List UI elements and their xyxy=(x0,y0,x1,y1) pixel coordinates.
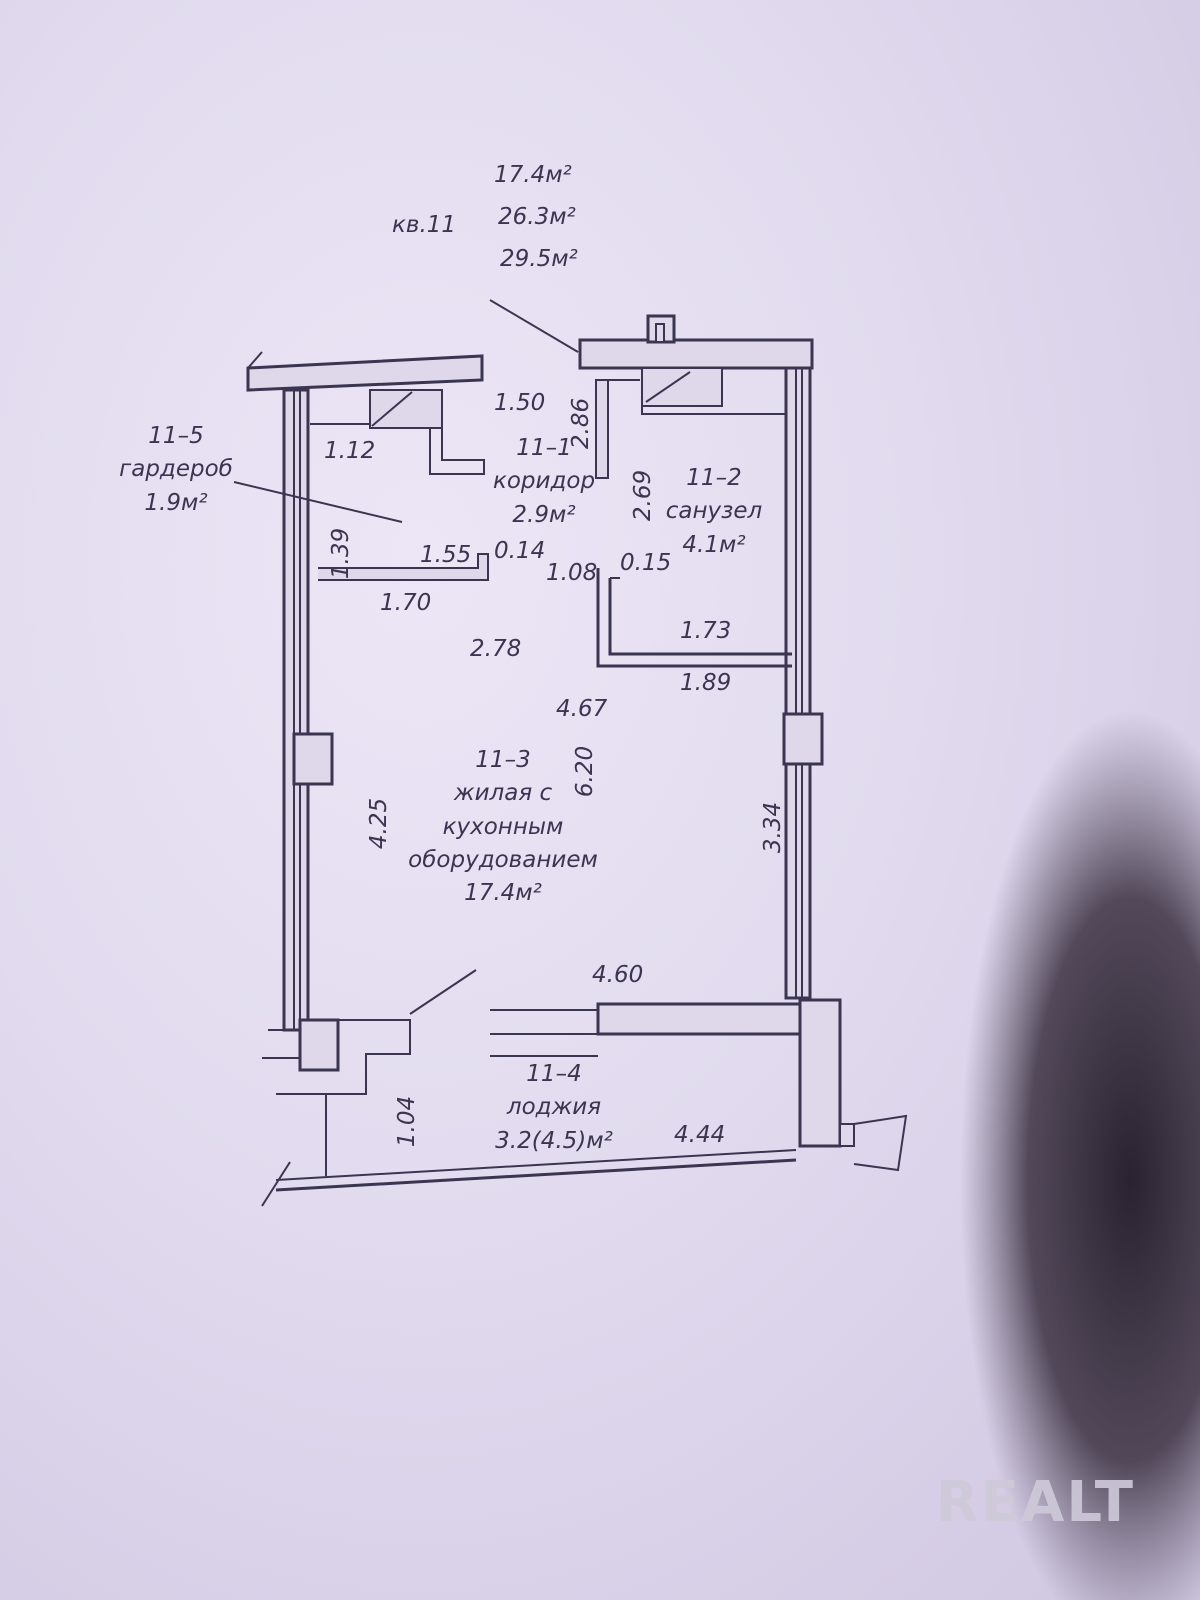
dim-1-12: 1.12 xyxy=(324,438,376,464)
area-total-with-loggia: 29.5м² xyxy=(500,246,578,272)
room-bathroom-name: санузел xyxy=(665,498,763,525)
pier-left xyxy=(292,732,334,786)
dim-1-70: 1.70 xyxy=(380,590,432,616)
room-corridor-name: коридор xyxy=(492,468,596,495)
room-corridor-area: 2.9м² xyxy=(512,501,576,528)
room-bathroom: 11–2 санузел 4.1м² xyxy=(654,462,774,562)
dim-1-73: 1.73 xyxy=(680,618,732,644)
partition-wardrobe xyxy=(318,553,489,581)
wall-top-left xyxy=(246,354,484,392)
wall-loggia xyxy=(596,1002,816,1036)
loggia-railing xyxy=(275,1158,797,1192)
room-loggia-id: 11–4 xyxy=(526,1061,582,1087)
dim-4-60: 4.60 xyxy=(592,962,644,988)
dim-0-14: 0.14 xyxy=(494,538,546,564)
dim-3-34: 3.34 xyxy=(760,801,787,854)
room-loggia-area: 3.2(4.5)м² xyxy=(495,1127,613,1154)
leader-line-wardrobe xyxy=(233,481,403,523)
dim-1-89: 1.89 xyxy=(680,670,732,696)
room-living-name-2: кухонным xyxy=(442,813,564,840)
dim-1-50: 1.50 xyxy=(494,390,546,416)
room-loggia-name: лоджия xyxy=(506,1094,602,1121)
dim-1-55: 1.55 xyxy=(420,542,472,568)
room-bathroom-id: 11–2 xyxy=(686,465,742,491)
apartment-label: кв.11 xyxy=(392,212,457,238)
room-wardrobe-id: 11–5 xyxy=(148,423,204,449)
room-living-name-1: жилая с xyxy=(453,780,553,807)
room-corridor-id: 11–1 xyxy=(516,435,572,461)
room-wardrobe-area: 1.9м² xyxy=(144,489,208,516)
area-living: 17.4м² xyxy=(494,162,572,188)
room-living-id: 11–3 xyxy=(475,747,531,773)
room-corridor: 11–1 коридор 2.9м² xyxy=(484,432,604,532)
leader-line-living xyxy=(409,969,477,1015)
pier-right xyxy=(782,712,824,766)
realt-watermark: REALT xyxy=(935,1470,1135,1535)
dim-0-15: 0.15 xyxy=(620,550,672,576)
room-wardrobe-name: гардероб xyxy=(119,456,233,483)
room-living: 11–3 жилая с кухонным оборудованием 17.4… xyxy=(400,744,606,911)
pier-loggia-left xyxy=(298,1018,340,1072)
dim-6-20: 6.20 xyxy=(572,745,599,798)
wall-right xyxy=(784,366,812,1000)
dim-2-69: 2.69 xyxy=(630,469,657,522)
dim-1-39: 1.39 xyxy=(328,527,355,580)
dim-1-04: 1.04 xyxy=(394,1095,421,1148)
room-loggia: 11–4 лоджия 3.2(4.5)м² xyxy=(484,1058,624,1158)
room-living-area: 17.4м² xyxy=(464,880,542,907)
pier-loggia xyxy=(798,998,842,1148)
wall-top-right xyxy=(578,338,814,370)
wall-bathroom xyxy=(608,578,792,656)
vent-box-wardrobe xyxy=(369,389,443,429)
wall-left xyxy=(282,388,310,1032)
dim-2-78: 2.78 xyxy=(470,636,522,662)
dim-2-86: 2.86 xyxy=(568,397,595,450)
dim-4-44: 4.44 xyxy=(674,1122,726,1148)
leader-line-apartment xyxy=(489,299,579,353)
dim-1-08: 1.08 xyxy=(546,560,598,586)
area-total: 26.3м² xyxy=(498,204,576,230)
room-wardrobe: 11–5 гардероб 1.9м² xyxy=(106,420,246,520)
room-living-name-3: оборудованием xyxy=(408,847,598,874)
room-bathroom-area: 4.1м² xyxy=(682,531,746,558)
dim-4-67: 4.67 xyxy=(556,696,608,722)
vent-box-bathroom xyxy=(641,367,723,407)
dim-4-25: 4.25 xyxy=(366,797,393,850)
